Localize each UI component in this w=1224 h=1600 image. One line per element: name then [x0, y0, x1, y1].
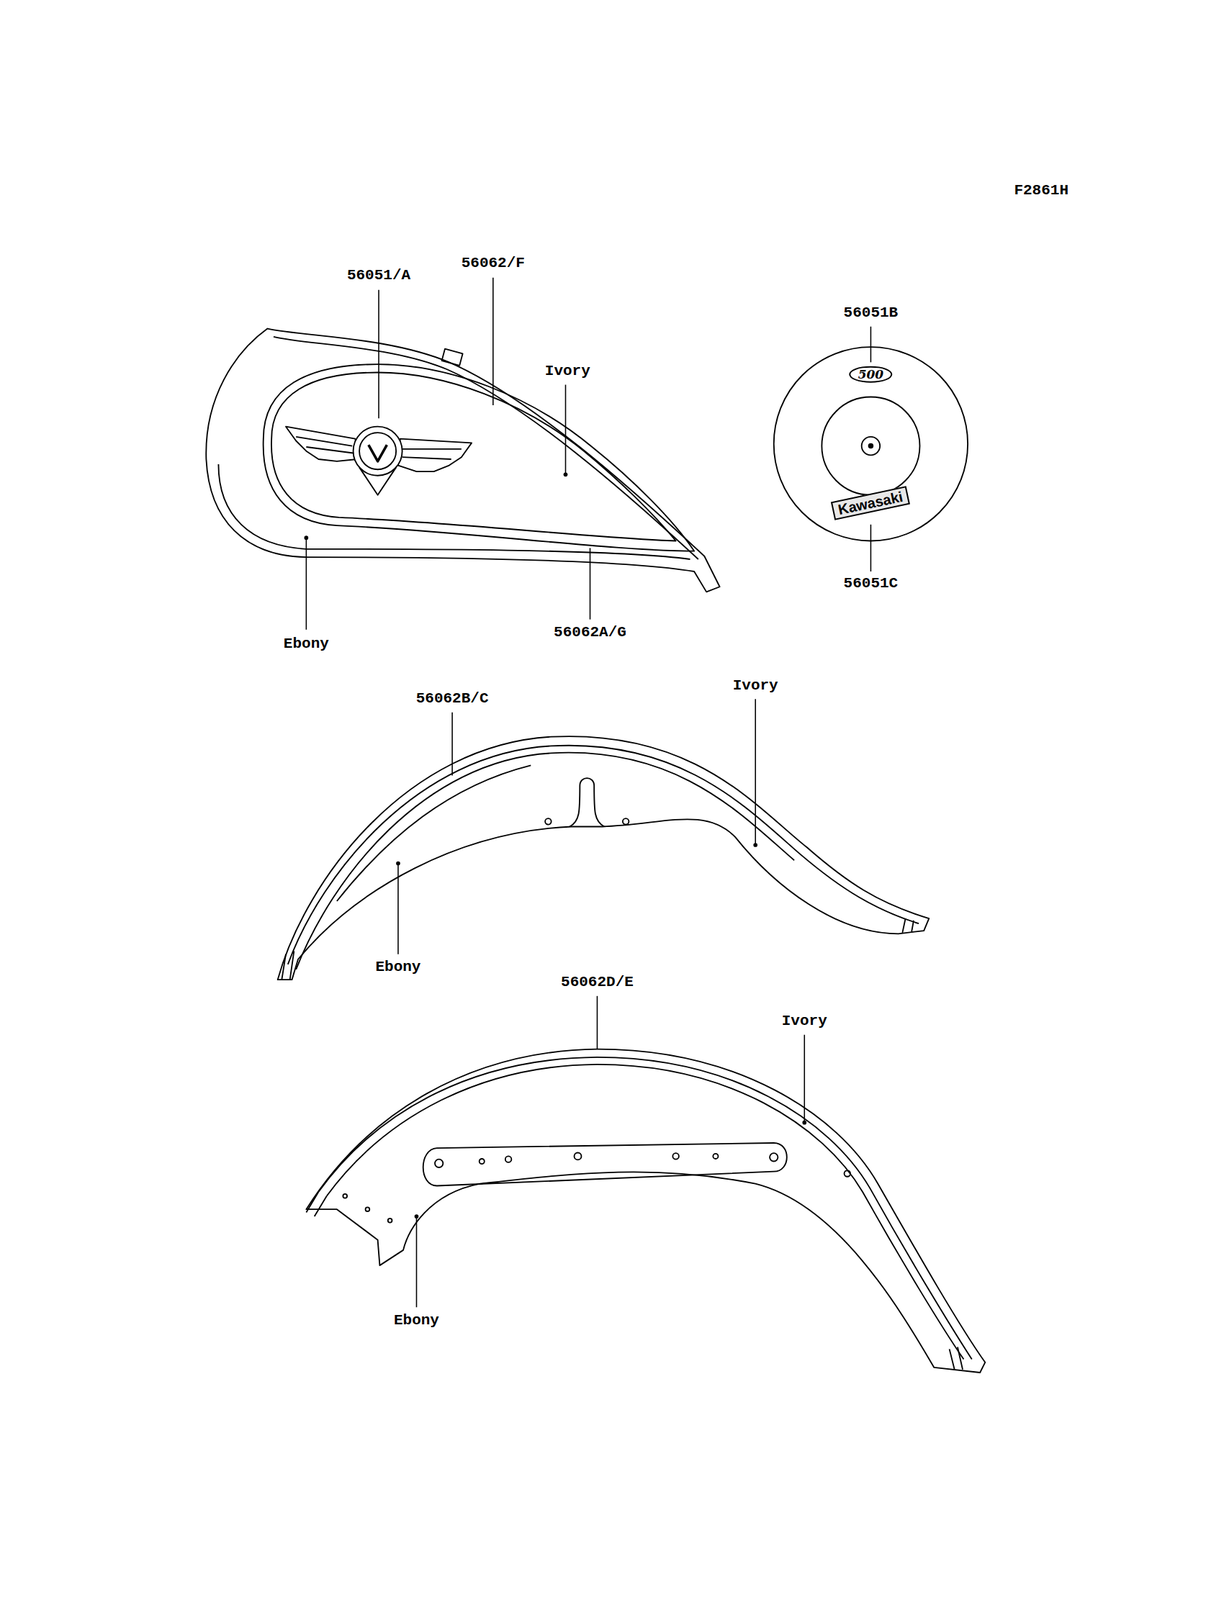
callout-number: 56051C — [841, 574, 901, 593]
filler-cap — [442, 349, 463, 366]
callout-number: 56051/A — [344, 266, 413, 285]
callout-number: 56062B/C — [414, 690, 492, 709]
emblem-text: Kawasaki — [830, 486, 911, 521]
emblem-text: 500 — [849, 366, 893, 384]
mount-strip — [423, 1143, 787, 1187]
fuel-tank — [205, 329, 720, 593]
side-cover-emblem — [774, 347, 968, 541]
color-label: Ebony — [281, 635, 332, 654]
rear-fender — [306, 1049, 985, 1374]
tank-panel — [263, 364, 695, 551]
color-label: Ivory — [730, 676, 781, 695]
callout-number: 56051B — [841, 304, 901, 323]
wing-emblem — [285, 426, 472, 496]
figure-code: F2861H — [1011, 182, 1071, 201]
color-label: Ivory — [542, 362, 593, 381]
front-fender — [277, 736, 930, 980]
callout-number: 56062/F — [459, 254, 528, 273]
color-label: Ivory — [779, 1013, 830, 1032]
color-label: Ebony — [391, 1311, 442, 1330]
callout-number: 56062A/G — [551, 624, 629, 643]
callout-number: 56062D/E — [558, 974, 636, 993]
leader-lines — [306, 277, 871, 1309]
color-label: Ebony — [372, 959, 423, 978]
